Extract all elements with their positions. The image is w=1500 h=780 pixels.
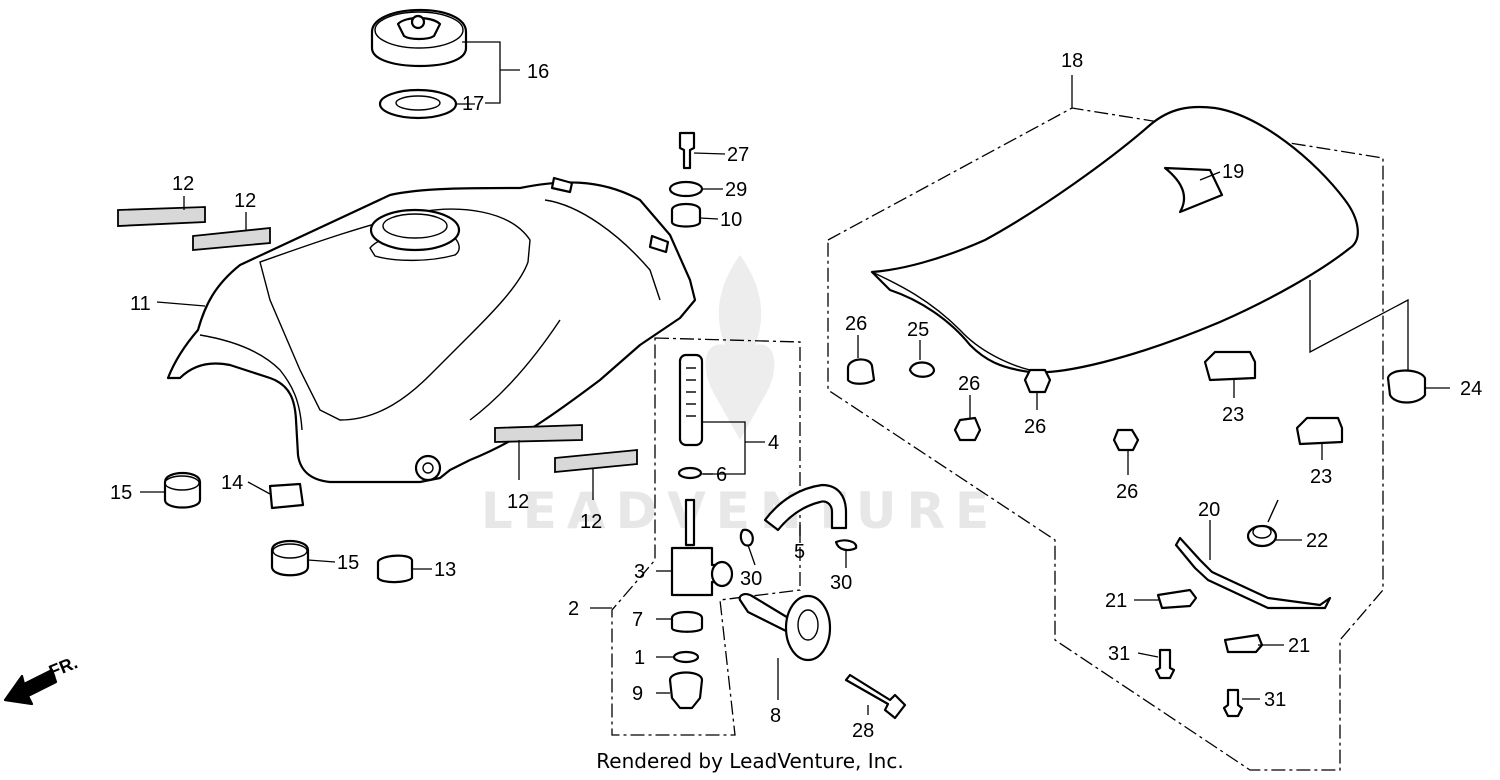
front-label: FR. (46, 652, 80, 681)
fuel-tank (166, 176, 697, 484)
callout-29: 29 (725, 179, 747, 201)
callout-3: 3 (634, 561, 645, 583)
pad-12-d (554, 449, 638, 473)
callout-21-b: 21 (1288, 635, 1310, 657)
bolt-27 (678, 131, 696, 170)
pad-12-c (494, 424, 583, 443)
callout-18: 18 (1061, 50, 1083, 72)
callout-1: 1 (634, 647, 645, 669)
callout-13: 13 (434, 559, 456, 581)
leader-lines (140, 41, 1450, 715)
flame-logo-icon (705, 255, 775, 440)
callout-12-d: 12 (580, 511, 602, 533)
cushion-26-c (1023, 368, 1052, 394)
o-ring-1 (672, 650, 700, 664)
fuel-strainer (678, 353, 704, 447)
callout-11: 11 (130, 293, 151, 315)
bolt-31-b (1222, 688, 1244, 718)
grommet-15-b (270, 539, 310, 577)
callout-26-a: 26 (845, 313, 867, 335)
cushion-26-d (1112, 428, 1140, 452)
callout-31-b: 31 (1264, 689, 1286, 711)
pad-12-a (117, 206, 206, 227)
callout-4: 4 (768, 432, 779, 454)
callout-10: 10 (720, 209, 742, 231)
callout-15-b: 15 (337, 552, 359, 574)
washer-29 (668, 180, 704, 198)
fuel-valve-body (670, 498, 734, 597)
clip-21-a (1156, 588, 1198, 610)
clip-21-b (1223, 633, 1264, 654)
callout-12-b: 12 (234, 190, 256, 212)
callout-20: 20 (1198, 499, 1220, 521)
fuel-tube (763, 483, 848, 532)
callout-numbers: 16 17 12 12 11 12 12 15 14 15 13 27 29 1… (110, 50, 1482, 742)
pad-12-b (192, 227, 271, 251)
callout-24: 24 (1460, 378, 1482, 400)
fuel-valve-group-outline (611, 337, 801, 736)
watermark-brand: LEADVENTURE (481, 482, 999, 540)
callout-25: 25 (907, 319, 929, 341)
footer-credit: Rendered by LeadVenture, Inc. (596, 749, 904, 773)
cushion-25 (908, 361, 936, 378)
knob-24 (1386, 369, 1427, 404)
lock-rod-20 (1174, 536, 1332, 610)
callout-30-a: 30 (740, 568, 762, 590)
rubber-14 (268, 482, 305, 510)
callout-12-c: 12 (507, 491, 529, 513)
callout-6: 6 (716, 464, 727, 486)
callout-16: 16 (527, 61, 549, 83)
callout-14: 14 (221, 472, 243, 494)
callout-17: 17 (462, 93, 484, 115)
callout-26-b: 26 (958, 373, 980, 395)
front-direction-indicator: FR. (3, 652, 80, 706)
clip-30-a (739, 528, 754, 547)
callout-28: 28 (852, 720, 874, 742)
seat (870, 105, 1359, 374)
callout-8: 8 (770, 705, 781, 727)
gasket-7 (670, 610, 704, 633)
callout-9: 9 (632, 683, 643, 705)
callout-21-a: 21 (1105, 590, 1127, 612)
bolt-31-a (1154, 648, 1176, 680)
callout-27: 27 (727, 144, 749, 166)
cap-gasket (378, 88, 458, 120)
grommet-10 (670, 202, 702, 228)
cup-9 (668, 671, 704, 710)
callout-23-b: 23 (1310, 466, 1332, 488)
bracket-23-a (1203, 350, 1257, 382)
callout-22: 22 (1306, 530, 1328, 552)
callout-30-b: 30 (830, 572, 852, 594)
rubber-13 (376, 554, 414, 584)
callout-12-a: 12 (172, 173, 194, 195)
bracket-23-b (1295, 416, 1344, 446)
cushion-26-a (846, 358, 876, 385)
callout-26-d: 26 (1116, 481, 1138, 503)
grommet-15-a (163, 471, 202, 509)
clip-30-b (834, 539, 858, 552)
front-arrow-icon (3, 668, 58, 706)
bolt-28 (844, 673, 907, 720)
callout-19: 19 (1222, 161, 1244, 183)
fuel-cap (370, 8, 468, 68)
spring-22 (1246, 499, 1279, 548)
callout-5: 5 (794, 541, 805, 563)
cushion-26-b (953, 416, 982, 442)
callout-23-a: 23 (1222, 404, 1244, 426)
watermark: LEADVENTURE (481, 255, 999, 540)
o-ring-6 (677, 466, 703, 480)
callout-15-a: 15 (110, 482, 132, 504)
callout-31-a: 31 (1108, 643, 1130, 665)
fuel-lever (738, 593, 832, 662)
callout-7: 7 (632, 609, 643, 631)
callout-2: 2 (568, 598, 579, 620)
callout-26-c: 26 (1024, 416, 1046, 438)
